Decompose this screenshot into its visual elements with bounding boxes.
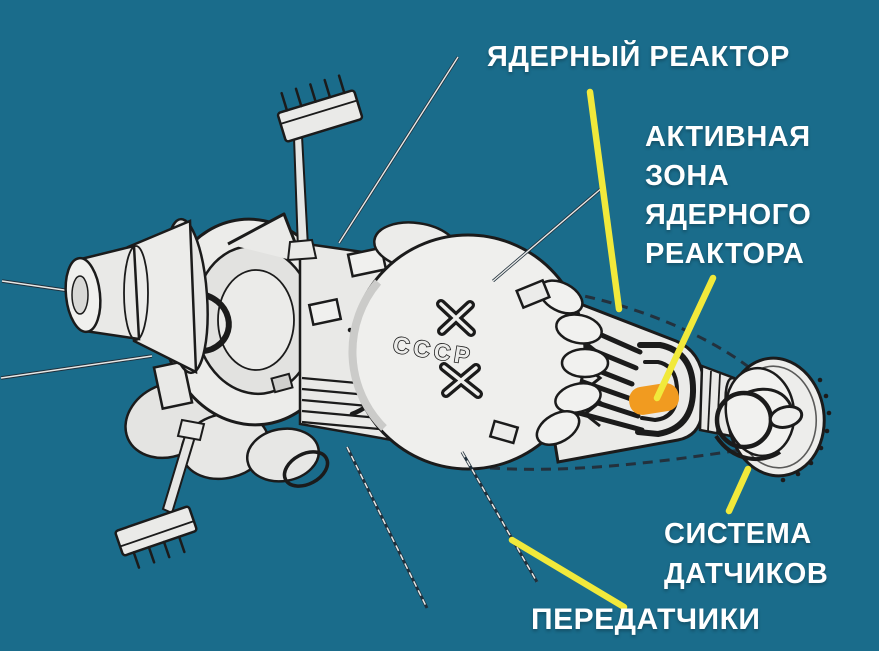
label-transmitters-text: ПЕРЕДАТЧИКИ [531,603,761,636]
label-transmitters: ПЕРЕДАТЧИКИ [531,600,760,640]
x-marking-upper [436,299,476,337]
label-active-zone-line4: РЕАКТОРА [645,238,805,270]
label-nuclear-reactor-text: ЯДЕРНЫЙ РЕАКТОР [487,41,790,73]
disc-rivets [780,377,832,483]
rake-prongs-down [132,535,186,569]
callout-line-active-zone [653,274,717,402]
callout-lines [508,88,752,611]
label-active-zone-line2: ЗОНА [645,160,730,192]
ring-assembly [124,212,343,483]
label-sensor-system-line1: СИСТЕМА [664,518,812,550]
rake-prongs-up [280,74,346,112]
wire-loop [282,450,330,488]
callout-line-nuclear-reactor [586,88,623,313]
nose-assembly [64,217,209,375]
x-marking-lower [439,362,483,399]
label-active-zone: АКТИВНАЯ ЗОНА ЯДЕРНОГО РЕАКТОРА [645,118,811,274]
sensor-system-disc [714,356,832,483]
callout-line-sensor-system [725,465,752,515]
label-active-zone-line3: ЯДЕРНОГО [645,199,812,231]
main-body-sphere: СССР [348,221,610,471]
bottom-instrument-boom [114,418,206,569]
label-sensor-system: СИСТЕМА ДАТЧИКОВ [664,514,828,594]
top-instrument-boom [276,74,364,262]
label-sensor-system-line2: ДАТЧИКОВ [664,558,829,590]
callout-line-transmitters [508,536,628,611]
label-nuclear-reactor: ЯДЕРНЫЙ РЕАКТОР [487,37,790,77]
label-active-zone-line1: АКТИВНАЯ [645,121,811,153]
whip-antennas [337,56,604,609]
core-housing-outer [635,342,697,438]
